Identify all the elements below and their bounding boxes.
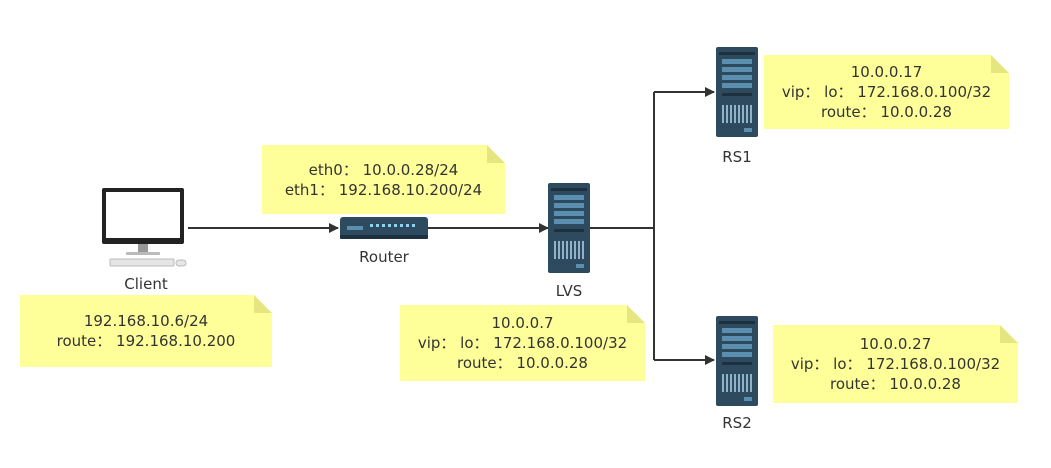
desktop-computer-icon <box>102 188 187 267</box>
note-line: 10.0.0.17 <box>850 63 923 81</box>
rs2-note: 10.0.0.27 vip： lo： 172.168.0.100/32 rout… <box>773 325 1018 403</box>
note-line: route： 10.0.0.28 <box>830 375 961 393</box>
note-line: route： 10.0.0.28 <box>821 103 952 121</box>
rs1-label: RS1 <box>722 148 752 166</box>
rs1-note: 10.0.0.17 vip： lo： 172.168.0.100/32 rout… <box>764 55 1009 129</box>
note-line: route： 192.168.10.200 <box>56 332 236 350</box>
router-icon <box>340 217 428 239</box>
note-line: eth0： 10.0.0.28/24 <box>308 160 459 179</box>
note-line: route： 10.0.0.28 <box>457 354 588 372</box>
rs2-label: RS2 <box>722 414 752 432</box>
server-rack-icon <box>548 183 590 273</box>
note-line: 10.0.0.7 <box>491 314 554 332</box>
server-rack-icon <box>716 47 758 137</box>
lvs-note: 10.0.0.7 vip： lo： 172.168.0.100/32 route… <box>400 305 645 381</box>
note-line: vip： lo： 172.168.0.100/32 <box>781 83 992 101</box>
client-note: 192.168.10.6/24 route： 192.168.10.200 <box>20 295 272 367</box>
note-line: eth1： 192.168.10.200/24 <box>284 180 483 199</box>
server-rack-icon <box>716 316 758 406</box>
note-line: vip： lo： 172.168.0.100/32 <box>790 355 1001 373</box>
note-line: 192.168.10.6/24 <box>83 312 209 330</box>
lvs-label: LVS <box>555 282 583 300</box>
router-label: Router <box>359 248 409 266</box>
note-line: vip： lo： 172.168.0.100/32 <box>417 334 628 352</box>
client-label: Client <box>124 275 168 293</box>
router-note: eth0： 10.0.0.28/24 eth1： 192.168.10.200/… <box>262 145 505 214</box>
note-line: 10.0.0.27 <box>859 335 932 353</box>
